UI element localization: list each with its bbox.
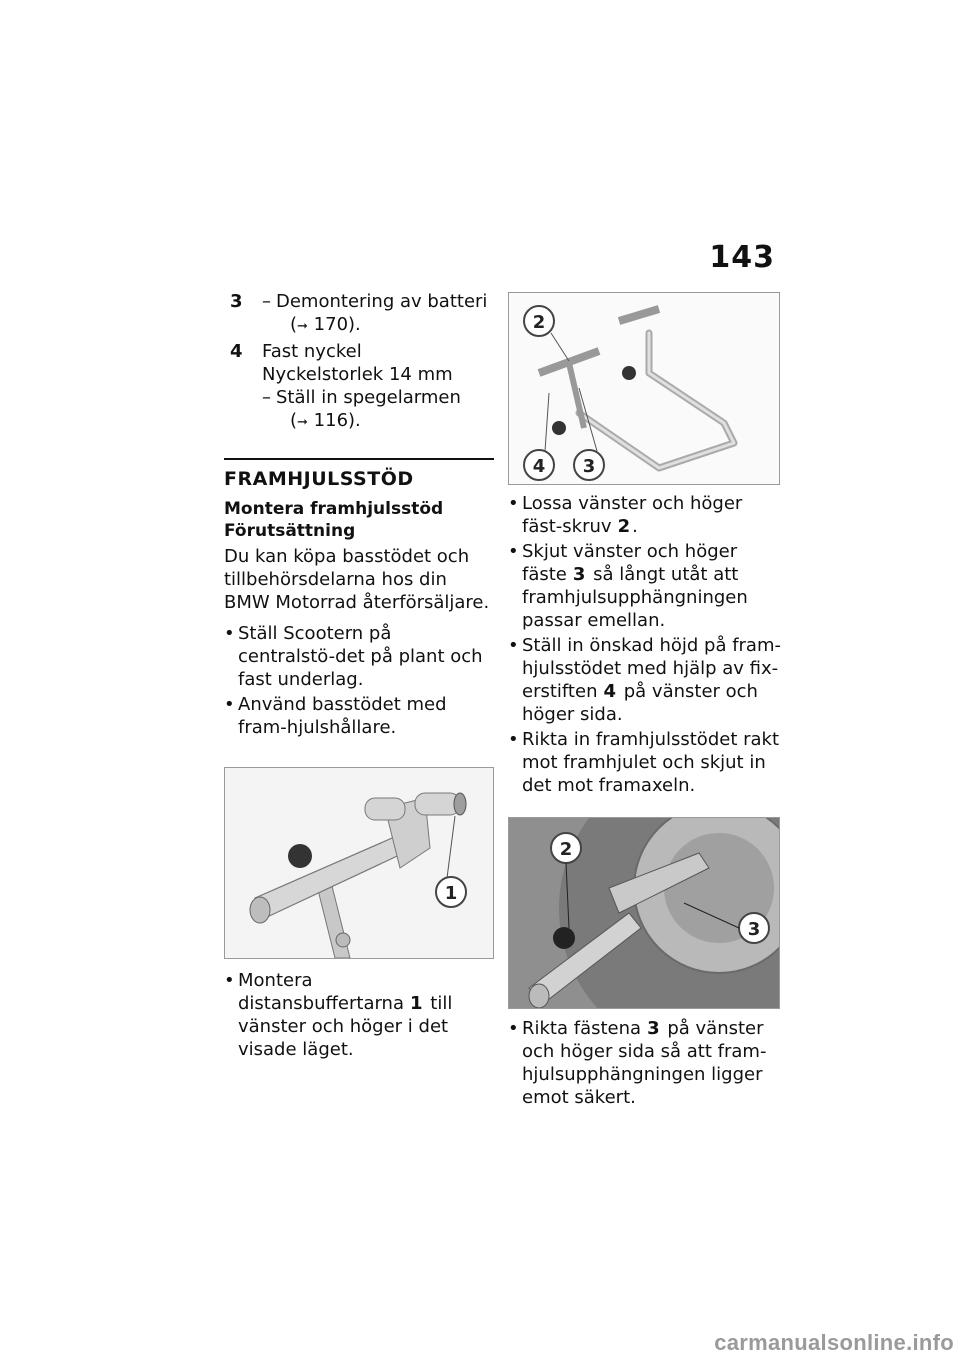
reference-number: 1 <box>410 993 423 1014</box>
list-item: Ställ in önskad höjd på fram-hjulsstödet… <box>508 634 783 726</box>
reference-number: 3 <box>572 564 586 585</box>
footer-logo[interactable]: carmanualsonline.info <box>714 1330 954 1355</box>
page-number: 143 <box>709 240 775 275</box>
figure-front-stand: 2 4 3 <box>508 292 780 485</box>
section-divider <box>224 458 494 460</box>
list-item: Ställ Scootern på centralstö-det på plan… <box>224 622 494 691</box>
callout-label: 3 <box>583 456 596 477</box>
callout-label: 3 <box>748 919 761 940</box>
tool-item-3: 3 Demontering av batteri (➞ 170). <box>224 290 494 338</box>
callout-label: 1 <box>445 883 458 904</box>
arrow-right-icon: ➞ <box>297 319 308 334</box>
item-number: 4 <box>230 341 243 362</box>
subheading: Montera framhjulsstöd <box>224 499 444 519</box>
figure-distance-buffers: 1 <box>224 767 494 959</box>
list-item: Rikta in framhjulsstödet rakt mot framhj… <box>508 728 783 797</box>
reference-number: 3 <box>647 1018 660 1039</box>
front-stand-illustration: 2 4 3 <box>509 293 779 484</box>
reference-number: 2 <box>617 516 631 537</box>
paragraph: Du kan köpa basstödet och tillbehörsdela… <box>224 546 490 613</box>
tool-line: Fast nyckel <box>262 341 362 362</box>
callout-label: 2 <box>560 839 573 860</box>
figure-wheel-mount: 2 3 <box>508 817 780 1009</box>
tool-line: Nyckelstorlek 14 mm <box>262 364 453 385</box>
left-column: 3 Demontering av batteri (➞ 170). 4 Fast… <box>224 290 494 1063</box>
step-text: Ställ in spegelarmen <box>262 386 494 409</box>
callout-label: 4 <box>533 456 546 477</box>
page-reference[interactable]: (➞ 170). <box>290 314 361 335</box>
tool-item-4: 4 Fast nyckel Nyckelstorlek 14 mm Ställ … <box>224 340 494 434</box>
section-title: FRAMHJULSSTÖD <box>224 468 414 490</box>
callout-label: 2 <box>533 312 546 333</box>
item-number: 3 <box>230 291 243 312</box>
subheading: Förutsättning <box>224 521 356 541</box>
step-text: Demontering av batteri <box>262 290 494 313</box>
arrow-right-icon: ➞ <box>297 415 308 430</box>
list-item: Använd basstödet med fram-hjulshållare. <box>224 693 494 739</box>
stand-head-illustration: 1 <box>225 768 493 958</box>
bullet-list: Ställ Scootern på centralstö-det på plan… <box>224 622 494 739</box>
reference-number: 4 <box>603 681 617 702</box>
page-reference[interactable]: (➞ 116). <box>290 410 361 431</box>
wheel-mount-illustration: 2 3 <box>509 818 779 1008</box>
